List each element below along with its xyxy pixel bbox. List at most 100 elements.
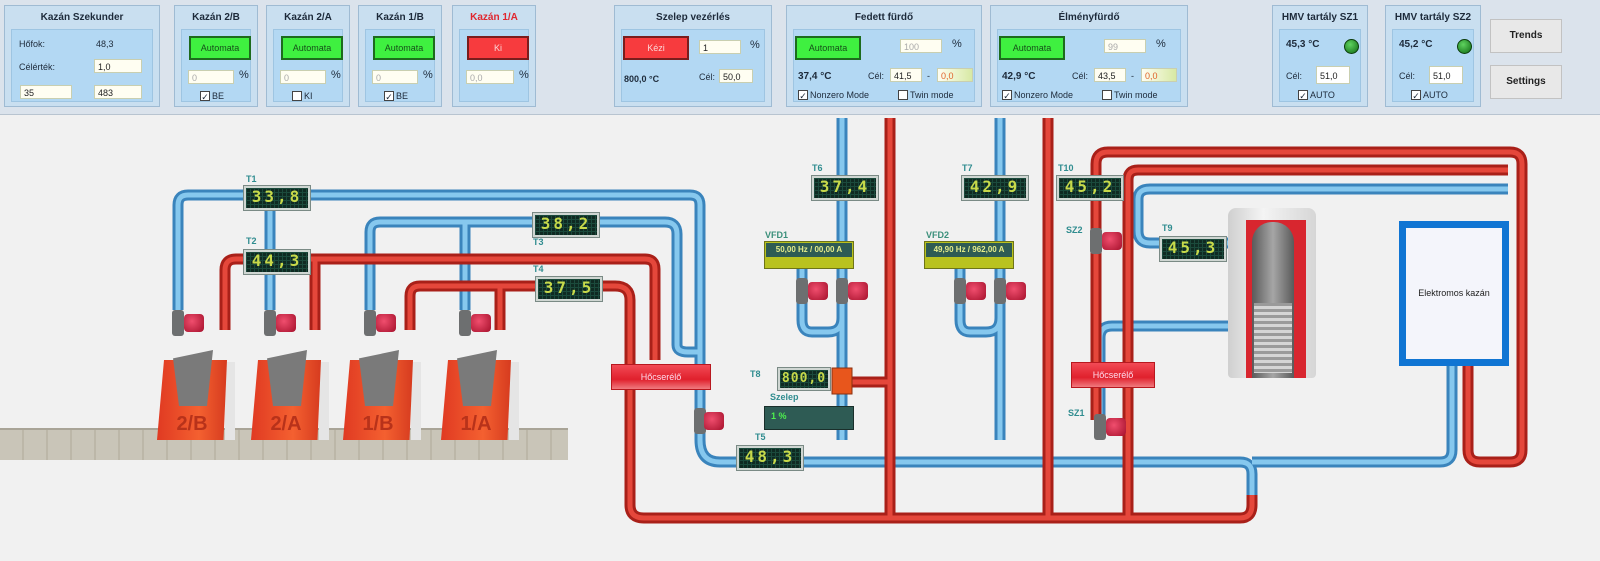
panel-kazan-1b: Kazán 1/B Automata 0 % ✓BE	[358, 5, 442, 107]
auto-checkbox[interactable]: ✓AUTO	[1411, 90, 1448, 101]
pump-sz2-icon[interactable]	[1090, 228, 1102, 254]
cel-input[interactable]: 51,0	[1316, 66, 1350, 84]
pump-icon[interactable]	[264, 310, 276, 336]
settings-button[interactable]: Settings	[1490, 65, 1562, 99]
panel-fedett-furdo: Fedett fürdő Automata 100 % 37,4 °C Cél:…	[786, 5, 982, 107]
pump-motor-icon	[704, 412, 724, 430]
checkbox-label: BE	[212, 91, 225, 101]
percent-input[interactable]: 0,0	[466, 70, 514, 84]
mixing-valve-icon[interactable]	[831, 367, 853, 395]
mode-button[interactable]: Automata	[281, 36, 343, 60]
boiler-2a-icon[interactable]: 2/A	[251, 340, 329, 440]
checkbox-box[interactable]	[898, 90, 908, 100]
ki-checkbox[interactable]: KI	[292, 91, 313, 101]
sz1-pump-label: SZ1	[1068, 408, 1085, 418]
heat-exchanger-2[interactable]: Hőcserélő	[1071, 362, 1155, 388]
twin-mode-checkbox[interactable]: Twin mode	[898, 90, 954, 100]
auto-checkbox[interactable]: ✓AUTO	[1298, 90, 1335, 101]
cel-label: Cél:	[868, 71, 885, 81]
pump-icon[interactable]	[459, 310, 471, 336]
checkbox-box[interactable]: ✓	[384, 91, 394, 102]
cel-input[interactable]: 50,0	[719, 69, 753, 83]
hot-water-tank-icon[interactable]	[1228, 208, 1316, 378]
be-checkbox[interactable]: ✓BE	[200, 91, 225, 102]
be-checkbox[interactable]: ✓BE	[384, 91, 408, 102]
szelep-display: 1 %	[764, 406, 854, 430]
nonzero-mode-checkbox[interactable]: ✓Nonzero Mode	[1002, 90, 1073, 101]
pump-icon[interactable]	[172, 310, 184, 336]
offset-input[interactable]: 0,0	[1141, 68, 1177, 82]
t1-display: 33,8	[244, 186, 310, 210]
pump-sz1-icon[interactable]	[1094, 414, 1106, 440]
sz1-temperature: 45,3 °C	[1286, 39, 1320, 50]
percent-input[interactable]: 99	[1104, 39, 1146, 53]
boiler-name: 2/A	[270, 413, 302, 435]
cel-input[interactable]: 41,5	[890, 68, 922, 82]
pump-icon[interactable]	[994, 278, 1006, 304]
cel-input[interactable]: 43,5	[1094, 68, 1126, 82]
hofok-value: 48,3	[96, 39, 114, 49]
mode-button[interactable]: Automata	[999, 36, 1065, 60]
t5-display: 48,3	[737, 446, 803, 470]
checkbox-label: AUTO	[1423, 90, 1448, 100]
pump-motor-icon	[1106, 418, 1126, 436]
pump-icon[interactable]	[364, 310, 376, 336]
szekunder-field-left[interactable]: 35	[20, 85, 72, 99]
pump-icon[interactable]	[796, 278, 808, 304]
t2-display: 44,3	[244, 250, 310, 274]
checkbox-label: Nonzero Mode	[810, 90, 870, 100]
offset-input[interactable]: 0,0	[937, 68, 973, 82]
checkbox-box[interactable]: ✓	[1411, 90, 1421, 101]
vfd2-label: VFD2	[926, 230, 950, 240]
checkbox-box[interactable]: ✓	[798, 90, 808, 101]
checkbox-label: Twin mode	[1114, 90, 1158, 100]
szekunder-field-right[interactable]: 483	[94, 85, 142, 99]
checkbox-box[interactable]: ✓	[1002, 90, 1012, 101]
mode-button[interactable]: Automata	[373, 36, 435, 60]
percent-unit: %	[952, 38, 962, 50]
nonzero-mode-checkbox[interactable]: ✓Nonzero Mode	[798, 90, 870, 101]
pump-icon[interactable]	[954, 278, 966, 304]
panel-title: Kazán Szekunder	[40, 12, 124, 23]
boiler-1a-icon[interactable]: 1/A	[441, 340, 519, 440]
t4-label: T4	[533, 264, 544, 274]
checkbox-box[interactable]: ✓	[1298, 90, 1308, 101]
panel-title: Kazán 1/B	[376, 12, 424, 23]
checkbox-box[interactable]: ✓	[200, 91, 210, 102]
boiler-2b-icon[interactable]: 2/B	[157, 340, 235, 440]
percent-input[interactable]: 1	[699, 40, 741, 54]
boiler-1b-icon[interactable]: 1/B	[343, 340, 421, 440]
pump-motor-icon	[471, 314, 491, 332]
mode-button[interactable]: Kézi	[623, 36, 689, 60]
mode-button[interactable]: Automata	[189, 36, 251, 60]
t4-display: 37,5	[536, 277, 602, 301]
boiler-name: 2/B	[176, 413, 208, 435]
vfd2-display: 49,90 Hz / 962,00 A	[924, 241, 1014, 269]
panel-title: Kazán 1/A	[470, 12, 518, 23]
percent-input[interactable]: 0	[280, 70, 326, 84]
trends-button[interactable]: Trends	[1490, 19, 1562, 53]
heat-exchanger-1[interactable]: Hőcserélő	[611, 364, 711, 390]
checkbox-box[interactable]	[292, 91, 302, 101]
status-led-icon	[1344, 39, 1359, 54]
twin-mode-checkbox[interactable]: Twin mode	[1102, 90, 1158, 100]
szelep-temperature: 800,0 °C	[624, 74, 660, 84]
cel-label: Cél:	[1399, 71, 1416, 81]
cel-input[interactable]: 51,0	[1429, 66, 1463, 84]
mode-button[interactable]: Automata	[795, 36, 861, 60]
pump-motor-icon	[184, 314, 204, 332]
checkbox-box[interactable]	[1102, 90, 1112, 100]
electric-boiler[interactable]: Elektromos kazán	[1399, 221, 1509, 366]
percent-input[interactable]: 100	[900, 39, 942, 53]
t2-label: T2	[246, 236, 257, 246]
panel-kazan-1a: Kazán 1/A Ki 0,0 %	[452, 5, 536, 107]
pump-icon[interactable]	[836, 278, 848, 304]
pump-icon[interactable]	[694, 408, 706, 434]
percent-input[interactable]: 0	[372, 70, 418, 84]
t7-label: T7	[962, 163, 973, 173]
percent-input[interactable]: 0	[188, 70, 234, 84]
mode-button[interactable]: Ki	[467, 36, 529, 60]
t6-display: 37,4	[812, 176, 878, 200]
celertek-input[interactable]: 1,0	[94, 59, 142, 73]
cel-label: Cél:	[1072, 71, 1089, 81]
